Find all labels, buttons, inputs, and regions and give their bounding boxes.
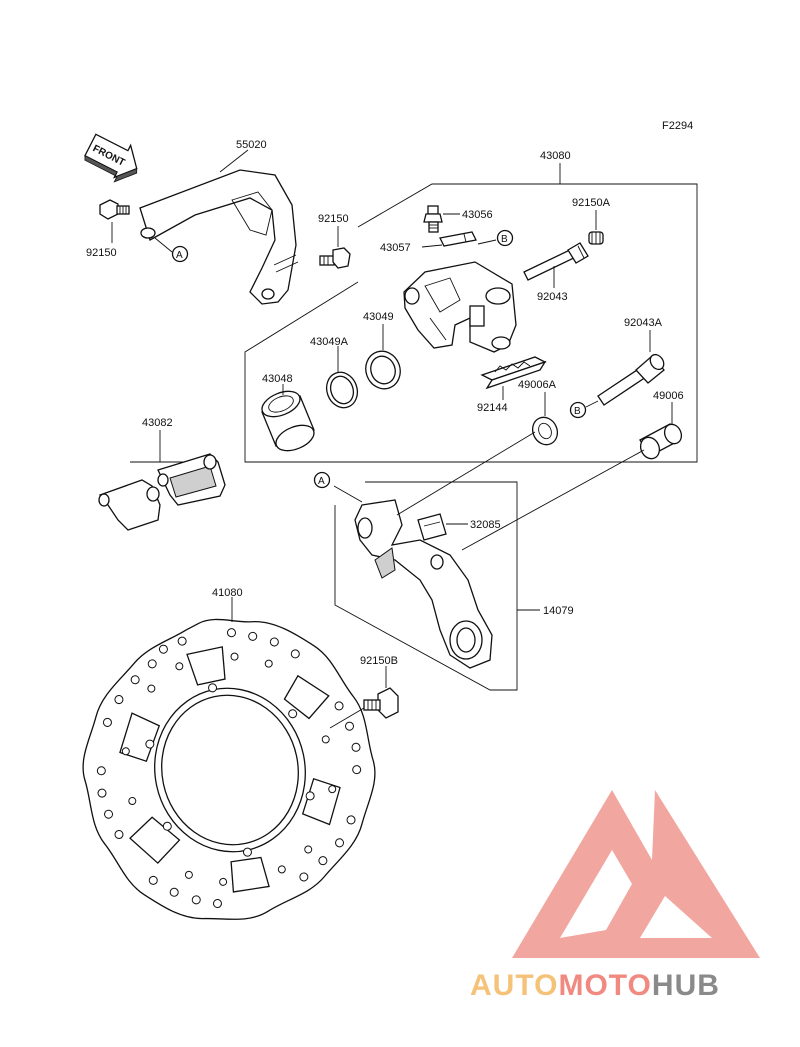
assembly-line-2 <box>461 449 645 551</box>
label-43080: 43080 <box>540 150 571 162</box>
label-92043: 92043 <box>537 291 568 303</box>
ref-a-top: A <box>176 250 183 261</box>
cap-43057 <box>439 231 477 247</box>
watermark-auto: AUTO <box>470 969 558 1002</box>
bleed-valve-43056 <box>423 205 443 233</box>
ref-circle-b-top <box>496 229 514 247</box>
seal-43049A <box>325 371 359 409</box>
label-43056: 43056 <box>462 209 493 221</box>
assembly-line-3 <box>333 485 363 503</box>
label-49006A: 49006A <box>518 379 557 391</box>
label-92150-right: 92150 <box>318 213 349 225</box>
boot-49006 <box>639 423 683 460</box>
spring-92144 <box>480 356 547 390</box>
label-92150B: 92150B <box>360 655 398 667</box>
label-43049: 43049 <box>363 311 394 323</box>
cap-92150A <box>588 231 604 245</box>
label-92150-left: 92150 <box>86 247 117 259</box>
ref-a-bottom: A <box>318 476 325 487</box>
bolt-92150-right <box>319 247 351 269</box>
label-14079: 14079 <box>543 605 574 617</box>
front-arrow: FRONT <box>84 133 138 183</box>
ref-b-mid: B <box>574 406 581 417</box>
disc-bolt-holes <box>145 683 315 857</box>
ref-b-top: B <box>501 234 508 245</box>
assembly-outline-14079 <box>334 481 540 691</box>
pin-92043A <box>597 353 665 406</box>
pin-92043 <box>523 242 589 281</box>
label-43057: 43057 <box>380 242 411 254</box>
watermark-text: AUTOMOTOHUB <box>470 969 720 1002</box>
label-49006: 49006 <box>653 390 684 402</box>
ref-circle-b-mid <box>569 401 587 419</box>
caliper-body <box>403 261 517 353</box>
label-43048: 43048 <box>262 373 293 385</box>
ref-circle-a-bottom <box>313 471 331 489</box>
label-41080: 41080 <box>212 587 243 599</box>
label-43049A: 43049A <box>310 336 349 348</box>
piston-43048 <box>261 390 315 452</box>
seal-43049 <box>365 350 401 390</box>
watermark-hub: HUB <box>652 969 720 1002</box>
assembly-line-4 <box>329 707 365 729</box>
label-43082: 43082 <box>142 417 173 429</box>
boot-49006A <box>531 416 559 446</box>
caliper-guard-55020 <box>139 169 299 305</box>
disc-holes <box>96 628 362 909</box>
label-92043A: 92043A <box>624 317 663 329</box>
watermark-logo <box>512 790 760 958</box>
brake-pads-43082 <box>98 430 226 531</box>
brake-disc-41080 <box>82 618 376 920</box>
assembly-outline-43080 <box>244 163 698 463</box>
label-92150A: 92150A <box>572 197 611 209</box>
watermark-moto: MOTO <box>558 969 651 1002</box>
assembly-line-1 <box>396 431 536 516</box>
caliper-bracket-14079 <box>354 499 493 669</box>
figure-code: F2294 <box>662 120 693 132</box>
bolt-92150-left <box>99 199 130 220</box>
label-92144: 92144 <box>477 402 508 414</box>
bolt-92150B <box>363 687 399 719</box>
label-32085: 32085 <box>470 519 501 531</box>
label-55020: 55020 <box>236 139 267 151</box>
ref-circle-a-top <box>171 245 189 263</box>
clip-32085 <box>417 513 447 541</box>
